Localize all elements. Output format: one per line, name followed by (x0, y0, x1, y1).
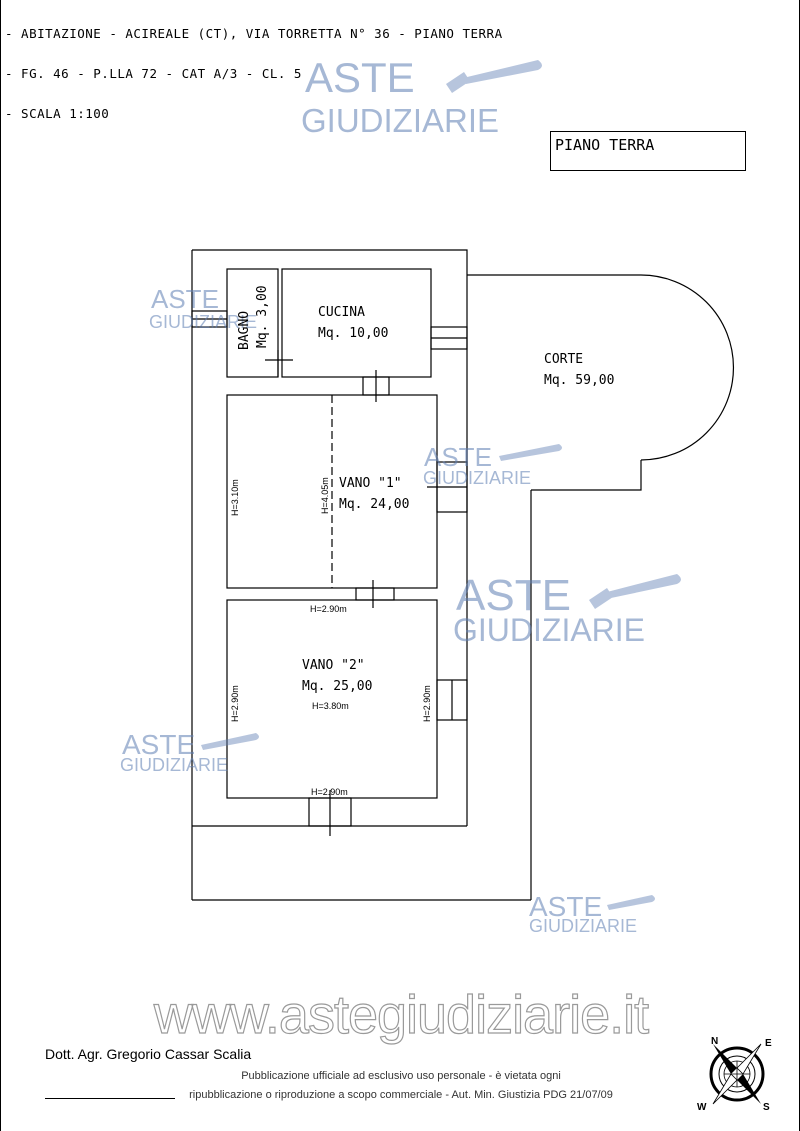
svg-text:ASTE: ASTE (424, 442, 492, 472)
svg-text:GIUDIZIARIE: GIUDIZIARIE (301, 102, 499, 139)
svg-text:ASTE: ASTE (305, 54, 415, 101)
vano2-area: Mq. 25,00 (302, 679, 372, 694)
vano2-height-right: H=2.90m (422, 685, 432, 722)
notice-line-1: Pubblicazione ufficiale ad esclusivo uso… (241, 1070, 561, 1082)
watermark-bagno: ASTE GIUDIZIARIE (149, 284, 257, 332)
room-vano-2 (226, 599, 438, 799)
svg-text:N: N (711, 1036, 718, 1047)
vano1-height-bottom: H=2.90m (310, 604, 347, 614)
watermark-top: ASTE GIUDIZIARIE (301, 54, 542, 139)
watermark-bottom: ASTE GIUDIZIARIE (529, 891, 655, 936)
vano2-height-center: H=3.80m (312, 701, 349, 711)
footer-rule (45, 1098, 175, 1099)
svg-text:ASTE: ASTE (122, 729, 195, 760)
cucina-name: CUCINA (318, 305, 365, 320)
website-watermark: www.astegiudiziarie.it (153, 984, 649, 1045)
watermark-center: ASTE GIUDIZIARIE (453, 571, 681, 648)
header-line-scale: - SCALA 1:100 (5, 106, 110, 121)
vano2-height-left: H=2.90m (230, 685, 240, 722)
vano1-height-left: H=3.10m (230, 479, 240, 516)
door-vano1-vano2 (355, 587, 395, 601)
svg-text:GIUDIZIARIE: GIUDIZIARIE (423, 468, 531, 488)
svg-text:W: W (697, 1102, 707, 1113)
corte-area: Mq. 59,00 (544, 373, 614, 388)
notice-line-2: ripubblicazione o riproduzione a scopo c… (189, 1089, 613, 1101)
vano1-height-mid: H=4.05m (320, 477, 330, 514)
cucina-area: Mq. 10,00 (318, 326, 388, 341)
header-line-address: - ABITAZIONE - ACIREALE (CT), VIA TORRET… (5, 26, 503, 41)
svg-text:GIUDIZIARIE: GIUDIZIARIE (149, 312, 257, 332)
svg-text:S: S (763, 1102, 770, 1113)
room-cucina (281, 268, 432, 378)
vano2-name: VANO "2" (302, 658, 365, 673)
svg-text:ASTE: ASTE (529, 891, 602, 922)
courtyard-wall (531, 460, 642, 491)
compass-rose-icon: N E S W (697, 1036, 772, 1113)
outer-wall (192, 249, 468, 275)
watermark-left: ASTE GIUDIZIARIE (120, 729, 259, 775)
vano1-name: VANO "1" (339, 476, 402, 491)
header-line-cadastral: - FG. 46 - P.LLA 72 - CAT A/3 - CL. 5 (5, 66, 302, 81)
courtyard-curve (467, 274, 735, 461)
corte-name: CORTE (544, 352, 583, 367)
floor-title-box: PIANO TERRA (550, 131, 746, 171)
bagno-name: BAGNO (237, 311, 252, 350)
author-name: Dott. Agr. Gregorio Cassar Scalia (45, 1046, 252, 1062)
bagno-area: Mq. 3,00 (255, 285, 270, 348)
svg-text:GIUDIZIARIE: GIUDIZIARIE (529, 916, 637, 936)
svg-text:GIUDIZIARIE: GIUDIZIARIE (453, 612, 645, 648)
vano1-area: Mq. 24,00 (339, 497, 409, 512)
svg-text:ASTE: ASTE (151, 284, 219, 314)
vano2-height-bottom: H=2.90m (311, 787, 348, 797)
svg-text:GIUDIZIARIE: GIUDIZIARIE (120, 755, 228, 775)
watermark-vano1: ASTE GIUDIZIARIE (423, 442, 562, 488)
svg-text:ASTE: ASTE (456, 571, 571, 620)
svg-text:E: E (765, 1038, 772, 1049)
